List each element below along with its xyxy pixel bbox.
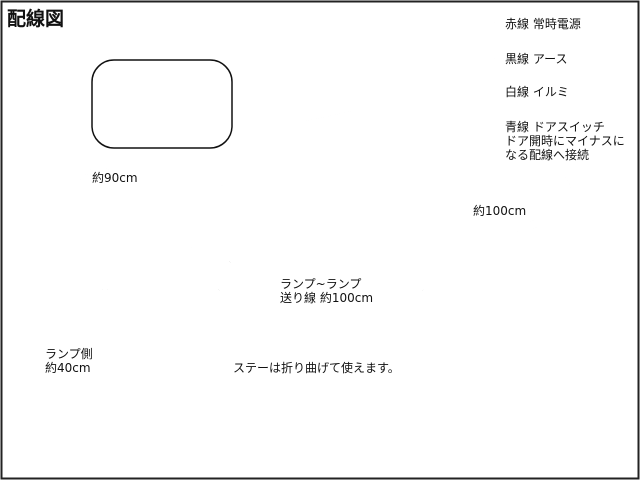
wire-label-red: 赤線 常時電源 xyxy=(505,16,581,31)
stay-note: ステーは折り曲げて使えます。 xyxy=(233,360,400,375)
length-lamp-side-2: 約40cm xyxy=(45,360,91,375)
length-main-loop: 約90cm xyxy=(92,170,138,185)
wire-label-blue: 青線 ドアスイッチ xyxy=(505,119,605,134)
length-lamp-to-lamp-2: 送り線 約100cm xyxy=(280,290,373,305)
wire-label-white: 白線 イルミ xyxy=(505,84,569,99)
length-lamp-to-lamp-1: ランプ~ランプ xyxy=(280,277,361,291)
length-lamp-side-1: ランプ側 xyxy=(45,347,93,361)
wire-note-line-1: ドア開時にマイナスに xyxy=(505,134,625,148)
diagram-title: 配線図 xyxy=(7,7,64,30)
length-to-lamps: 約100cm xyxy=(473,203,526,218)
wire-bundle xyxy=(38,20,582,291)
wire-note-line-2: なる配線へ接続 xyxy=(505,147,589,162)
wire-labels: 赤線 常時電源 黒線 アース 白線 イルミ 青線 ドアスイッチ ドア開時にマイナ… xyxy=(505,16,625,162)
wire-label-black: 黒線 アース xyxy=(505,51,568,66)
control-box xyxy=(91,59,233,149)
